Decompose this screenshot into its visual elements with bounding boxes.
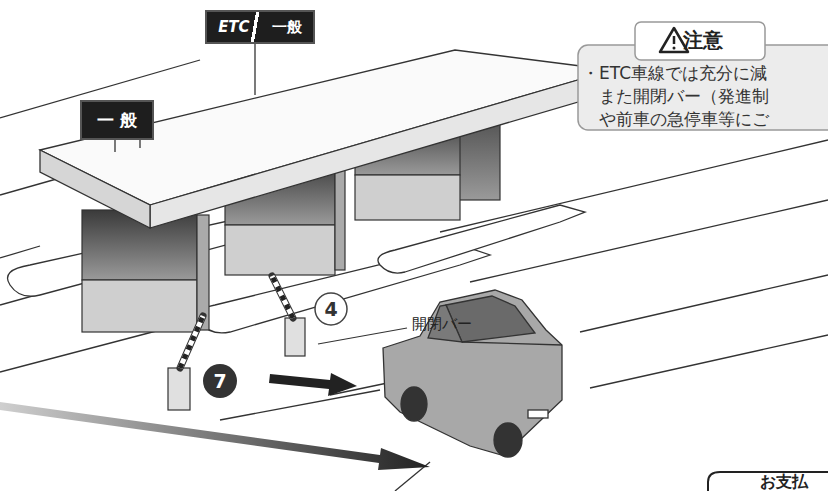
callout-number-text: 7 [213, 370, 226, 392]
info-box-outline [708, 472, 828, 491]
toll-canopy [40, 42, 612, 228]
caution-panel [578, 22, 828, 130]
car [383, 290, 562, 457]
gate-bar-4 [272, 276, 305, 356]
gate-bar-7 [168, 316, 203, 410]
lane-sign: 一 般 [80, 100, 154, 140]
node-title: 一 般 [82, 102, 152, 138]
node-text: ・ETC車線では充分に減 また開閉バー（発進制 や前車の急停車等にご [582, 62, 826, 131]
move-arrow [269, 373, 357, 396]
etc-lane-sign: ETC 一般 [205, 10, 315, 44]
part-name-text: 開閉バー [412, 315, 502, 334]
node-title: 注意 [683, 27, 723, 54]
node-title: ETC [218, 18, 250, 36]
callout-number: 7 [206, 367, 234, 395]
node-title: お支払 [760, 473, 808, 491]
travel-arrow [0, 402, 430, 470]
info-box: お支払 [716, 472, 828, 491]
callout-number-text: 4 [324, 298, 337, 320]
caution-note: 注意・ETC車線では充分に減 また開閉バー（発進制 や前車の急停車等にご [578, 22, 828, 133]
callout-circle [203, 364, 237, 398]
callout-circle [315, 293, 347, 325]
leader-line [318, 328, 407, 344]
node-text: 一般 [272, 18, 302, 37]
part-name: 開閉バー [412, 315, 502, 337]
callout-number: 4 [318, 296, 344, 322]
